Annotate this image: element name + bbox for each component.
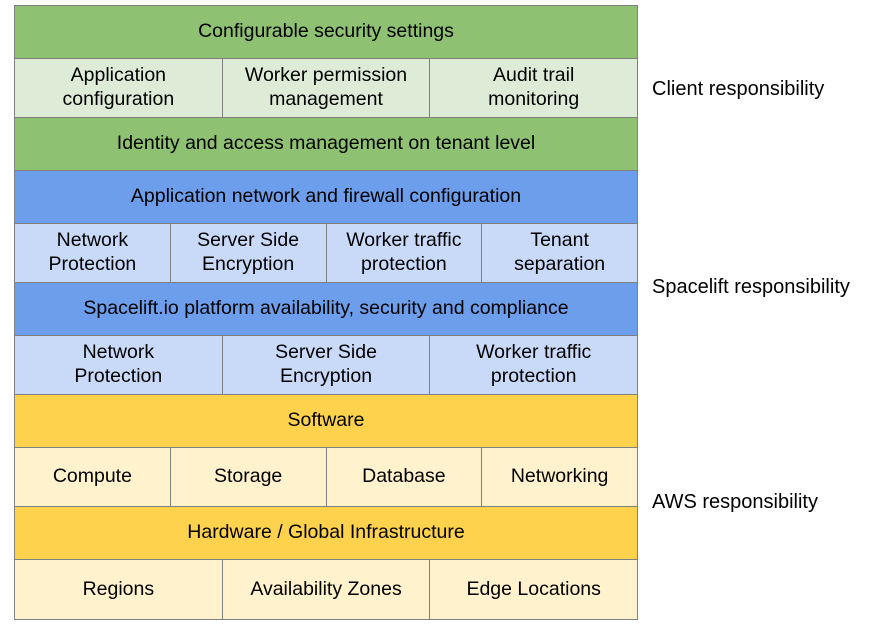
layer-row-client-banner-2: Identity and access management on tenant… [15,118,637,171]
layer-cell-audit-trail-monitoring: Audit trail monitoring [430,59,638,117]
layer-cell-storage: Storage [170,448,327,506]
layer-cell-spacelift-platform-availability: Spacelift.io platform availability, secu… [15,283,637,335]
layer-cell-database: Database [326,448,483,506]
layer-stack: Configurable security settings Applicati… [14,5,638,620]
responsibility-label-spacelift: Spacelift responsibility [652,276,850,298]
layer-row-spacelift-sub-1: Network Protection Server Side Encryptio… [15,224,637,283]
layer-cell-application-network-firewall-configuration: Application network and firewall configu… [15,171,637,223]
layer-cell-networking: Networking [482,448,637,506]
layer-cell-compute: Compute [15,448,171,506]
layer-cell-identity-and-access-management: Identity and access management on tenant… [15,118,637,170]
layer-row-spacelift-sub-2: Network Protection Server Side Encryptio… [15,336,638,395]
layer-row-aws-banner-2: Hardware / Global Infrastructure [15,507,637,560]
layer-cell-infra-worker-traffic-protection: Worker traffic protection [430,336,638,394]
layer-row-spacelift-banner-2: Spacelift.io platform availability, secu… [15,283,637,336]
layer-cell-infra-network-protection: Network Protection [15,336,223,394]
layer-cell-spacelift-worker-traffic-protection: Worker traffic protection [326,224,483,282]
layer-cell-spacelift-tenant-separation: Tenant separation [482,224,637,282]
layer-cell-software: Software [15,395,637,447]
layer-cell-hardware-global-infrastructure: Hardware / Global Infrastructure [15,507,637,559]
layer-cell-worker-permission-management: Worker permission management [222,59,431,117]
layer-cell-configurable-security-settings: Configurable security settings [15,6,637,58]
layer-cell-spacelift-network-protection: Network Protection [15,224,171,282]
layer-cell-availability-zones: Availability Zones [222,560,431,619]
layer-row-aws-sub-2: Regions Availability Zones Edge Location… [15,560,638,619]
responsibility-label-client: Client responsibility [652,78,825,100]
layer-cell-application-configuration: Application configuration [15,59,223,117]
layer-row-aws-banner-1: Software [15,395,637,448]
layer-cell-spacelift-server-side-encryption: Server Side Encryption [170,224,327,282]
responsibility-label-aws: AWS responsibility [652,491,818,513]
layer-row-client-sub-1: Application configuration Worker permiss… [15,59,638,118]
layer-row-aws-sub-1: Compute Storage Database Networking [15,448,637,507]
layer-row-client-banner-1: Configurable security settings [15,6,637,59]
layer-cell-regions: Regions [15,560,223,619]
layer-row-spacelift-banner-1: Application network and firewall configu… [15,171,637,224]
layer-cell-infra-server-side-encryption: Server Side Encryption [222,336,431,394]
layer-cell-edge-locations: Edge Locations [430,560,638,619]
